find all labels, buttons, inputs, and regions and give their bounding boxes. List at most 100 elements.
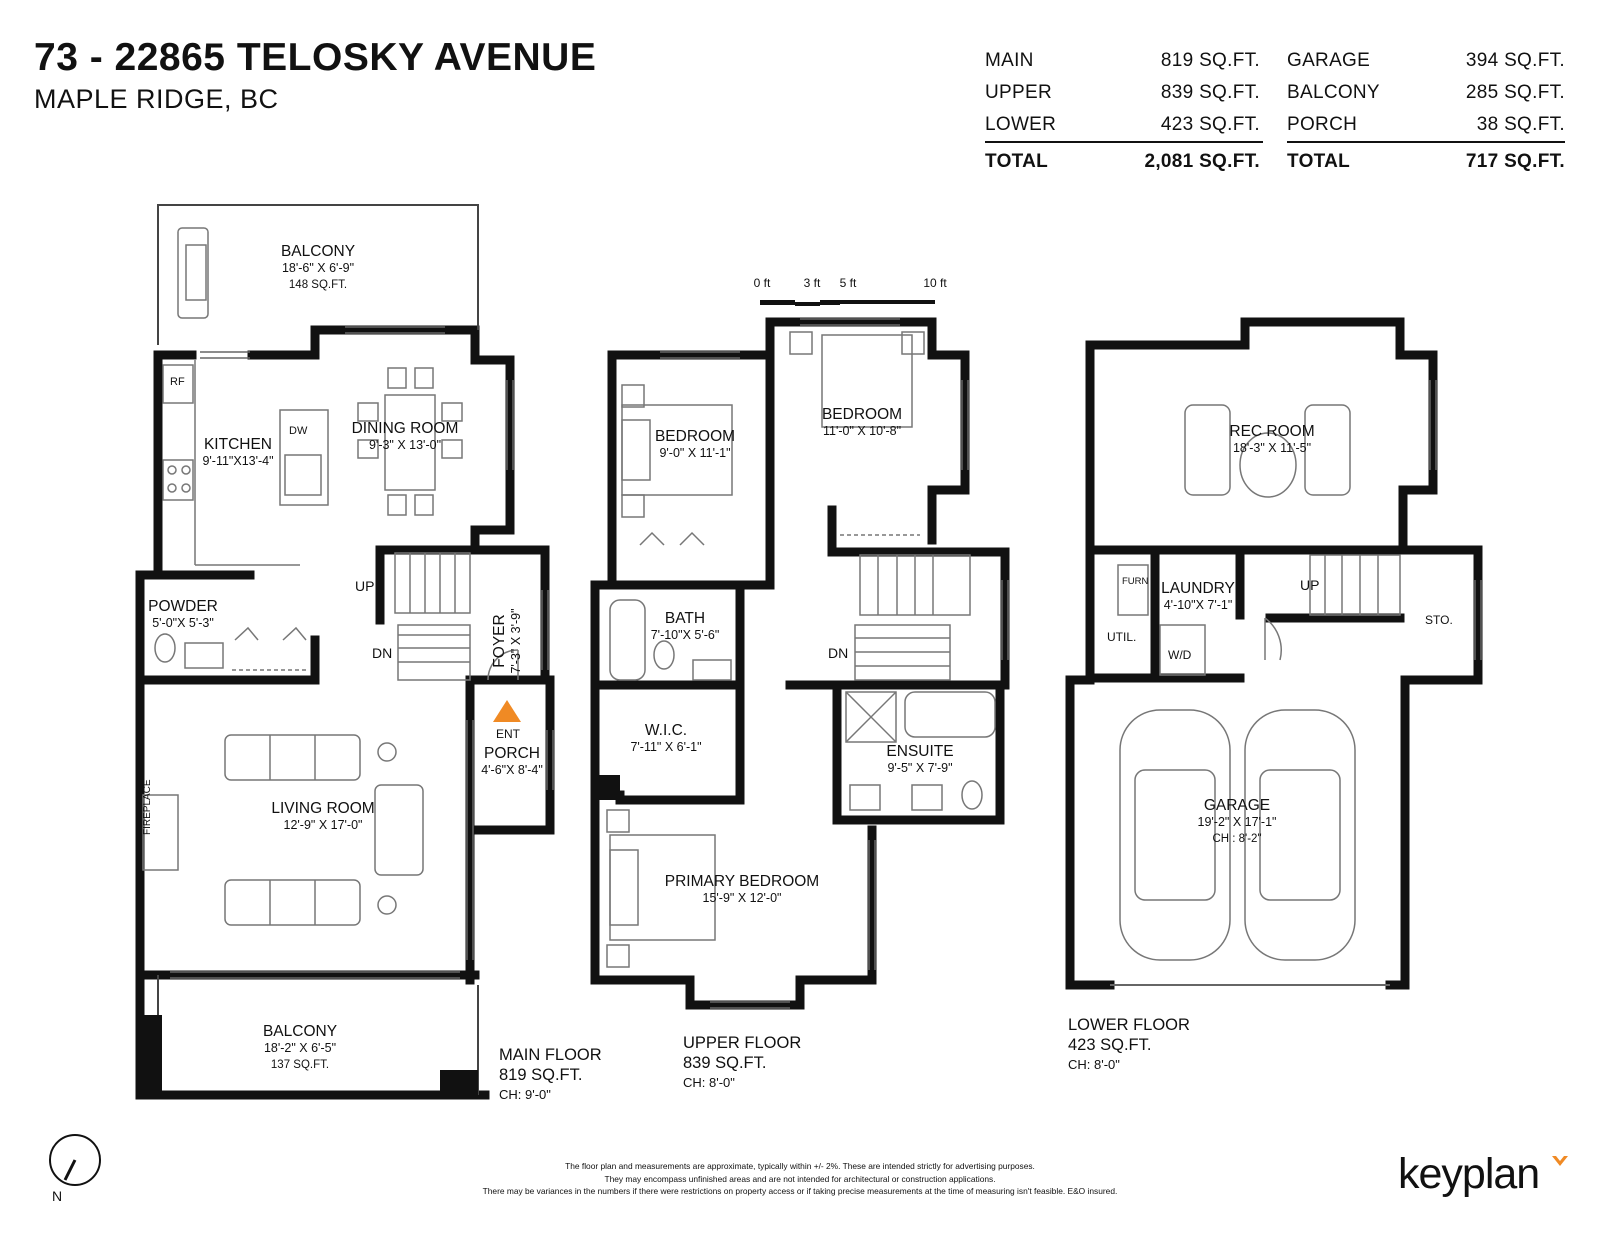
disclaimer: The floor plan and measurements are appr… — [0, 1160, 1600, 1198]
room-label-garage: GARAGE 19'-2" X 17'-1" CH : 8'-2" — [1198, 797, 1277, 848]
room-dims: 9'-5" X 7'-9" — [887, 761, 953, 775]
room-name: BATH — [664, 610, 706, 627]
floor-label-upper: UPPER FLOOR 839 SQ.FT. CH: 8'-0" — [683, 1033, 801, 1093]
scale-bar — [760, 300, 935, 306]
summary-total-value-left: 2,081 SQ.FT. — [1144, 151, 1260, 172]
room-name: GARAGE — [1203, 797, 1271, 814]
summary-lower-label: LOWER — [985, 114, 1057, 135]
disclaimer-line-3: There may be variances in the numbers if… — [482, 1186, 1118, 1196]
room-dims: 19'-2" X 17'-1" — [1197, 815, 1277, 829]
label-stairs-up-lower: UP — [1300, 577, 1320, 593]
compass-icon — [49, 1134, 101, 1186]
label-stairs-down-upper: DN — [828, 645, 849, 661]
label-stairs-up-main: UP — [355, 578, 375, 594]
room-dims: 9'-11"X13'-4" — [202, 454, 274, 468]
fixtures — [142, 227, 1401, 968]
room-dims: 7'-10"X 5'-6" — [650, 628, 720, 642]
room-name: KITCHEN — [203, 436, 273, 453]
summary-total-value-right: 717 SQ.FT. — [1465, 151, 1565, 172]
room-dims: 18'-2" X 6'-5" — [263, 1041, 336, 1055]
floor-name: MAIN FLOOR — [499, 1046, 602, 1064]
room-label-dining: DINING ROOM 9'-3" X 13'-0" — [352, 420, 459, 454]
summary-balcony-value: 285 SQ.FT. — [1465, 82, 1565, 103]
upper-floor-solids — [598, 775, 620, 800]
room-name: BEDROOM — [654, 428, 736, 445]
label-fireplace: FIREPLACE — [142, 779, 153, 835]
label-entry: ENT — [496, 727, 520, 741]
summary-garage-value: 394 SQ.FT. — [1465, 50, 1565, 71]
room-ceiling-height: CH : 8'-2" — [1212, 833, 1262, 845]
room-dims: 4'-6"X 8'-4" — [481, 763, 543, 777]
room-name: POWDER — [148, 598, 218, 615]
label-refrigerator: RF — [170, 376, 185, 388]
room-label-porch: PORCH 4'-6"X 8'-4" — [481, 745, 543, 779]
summary-porch-label: PORCH — [1287, 114, 1358, 135]
floor-name: LOWER FLOOR — [1068, 1016, 1190, 1034]
room-name: BALCONY — [280, 243, 356, 260]
summary-main-label: MAIN — [985, 50, 1034, 71]
room-dims: 18'-6" X 6'-9" — [281, 261, 354, 275]
floor-ceiling-height: CH: 9'-0" — [499, 1087, 551, 1102]
room-dims: 15'-9" X 12'-0" — [702, 891, 782, 905]
room-dims: 4'-10"X 7'-1" — [1163, 598, 1233, 612]
room-area: 137 SQ.FT. — [270, 1059, 330, 1071]
summary-lower-value: 423 SQ.FT. — [1160, 114, 1260, 135]
summary-main-value: 819 SQ.FT. — [1160, 50, 1260, 71]
summary-divider-left — [985, 141, 1263, 143]
summary-garage-label: GARAGE — [1287, 50, 1371, 71]
room-name: PRIMARY BEDROOM — [664, 873, 820, 890]
room-name: DINING ROOM — [351, 420, 459, 437]
room-name: ENSUITE — [886, 743, 954, 760]
scale-label-3: 3 ft — [803, 276, 821, 290]
room-label-powder: POWDER 5'-0"X 5'-3" — [148, 598, 218, 632]
room-dims: 9'-3" X 13'-0" — [368, 438, 441, 452]
label-utility: UTIL. — [1107, 630, 1137, 644]
room-dims: 5'-0"X 5'-3" — [152, 616, 214, 630]
windows — [170, 318, 1482, 1009]
room-name: REC ROOM — [1229, 423, 1315, 440]
room-dims: 11'-0" X 10'-8" — [822, 424, 902, 438]
upper-floor-walls — [590, 317, 1010, 1010]
room-label-laundry: LAUNDRY 4'-10"X 7'-1" — [1161, 580, 1235, 614]
floor-ceiling-height: CH: 8'-0" — [683, 1075, 735, 1090]
property-city: MAPLE RIDGE, BC — [34, 84, 279, 114]
scale-label-5: 5 ft — [839, 276, 857, 290]
room-label-balcony-bottom: BALCONY 18'-2" X 6'-5" 137 SQ.FT. — [263, 1023, 337, 1074]
room-name: LAUNDRY — [1161, 580, 1235, 597]
room-dims: 7'-11" X 6'-1" — [630, 740, 702, 754]
label-furnace: FURN — [1122, 576, 1149, 587]
floor-area: 423 SQ.FT. — [1068, 1036, 1152, 1054]
room-name: LIVING ROOM — [271, 800, 375, 817]
room-label-wic: W.I.C. 7'-11" X 6'-1" — [630, 722, 701, 756]
room-dims: 12'-9" X 17'-0" — [283, 818, 363, 832]
scale-label-10: 10 ft — [923, 276, 947, 290]
room-label-primary-bedroom: PRIMARY BEDROOM 15'-9" X 12'-0" — [665, 873, 819, 907]
summary-total-label-left: TOTAL — [985, 151, 1049, 172]
label-dishwasher: DW — [289, 425, 308, 437]
room-label-balcony-top: BALCONY 18'-6" X 6'-9" 148 SQ.FT. — [281, 243, 355, 294]
main-floor-walls — [135, 325, 555, 1100]
room-label-bedroom-left: BEDROOM 9'-0" X 11'-1" — [655, 428, 735, 462]
room-dims: 18'-3" X 11'-5" — [1232, 441, 1312, 455]
room-area: 148 SQ.FT. — [288, 279, 348, 291]
label-stairs-down-main: DN — [372, 645, 393, 661]
room-dims: 9'-0" X 11'-1" — [659, 446, 731, 460]
room-label-bedroom-right: BEDROOM 11'-0" X 10'-8" — [822, 406, 902, 440]
summary-balcony-label: BALCONY — [1287, 82, 1380, 103]
summary-divider-right — [1287, 141, 1565, 143]
room-label-bath: BATH 7'-10"X 5'-6" — [651, 610, 720, 644]
room-label-kitchen: KITCHEN 9'-11"X13'-4" — [202, 436, 273, 470]
summary-upper-value: 839 SQ.FT. — [1160, 82, 1260, 103]
brand-logo: keyplan — [1398, 1150, 1540, 1198]
entry-marker — [493, 700, 521, 722]
lower-floor-walls — [1065, 317, 1483, 990]
room-name: BALCONY — [262, 1023, 338, 1040]
scale-label-0: 0 ft — [753, 276, 771, 290]
floor-area: 819 SQ.FT. — [499, 1066, 583, 1084]
floor-area: 839 SQ.FT. — [683, 1054, 767, 1072]
room-name: BEDROOM — [821, 406, 903, 423]
room-label-foyer: FOYER 7'-3" X 3'-9" — [491, 608, 525, 673]
room-name: FOYER — [491, 614, 508, 668]
floor-name: UPPER FLOOR — [683, 1034, 802, 1052]
